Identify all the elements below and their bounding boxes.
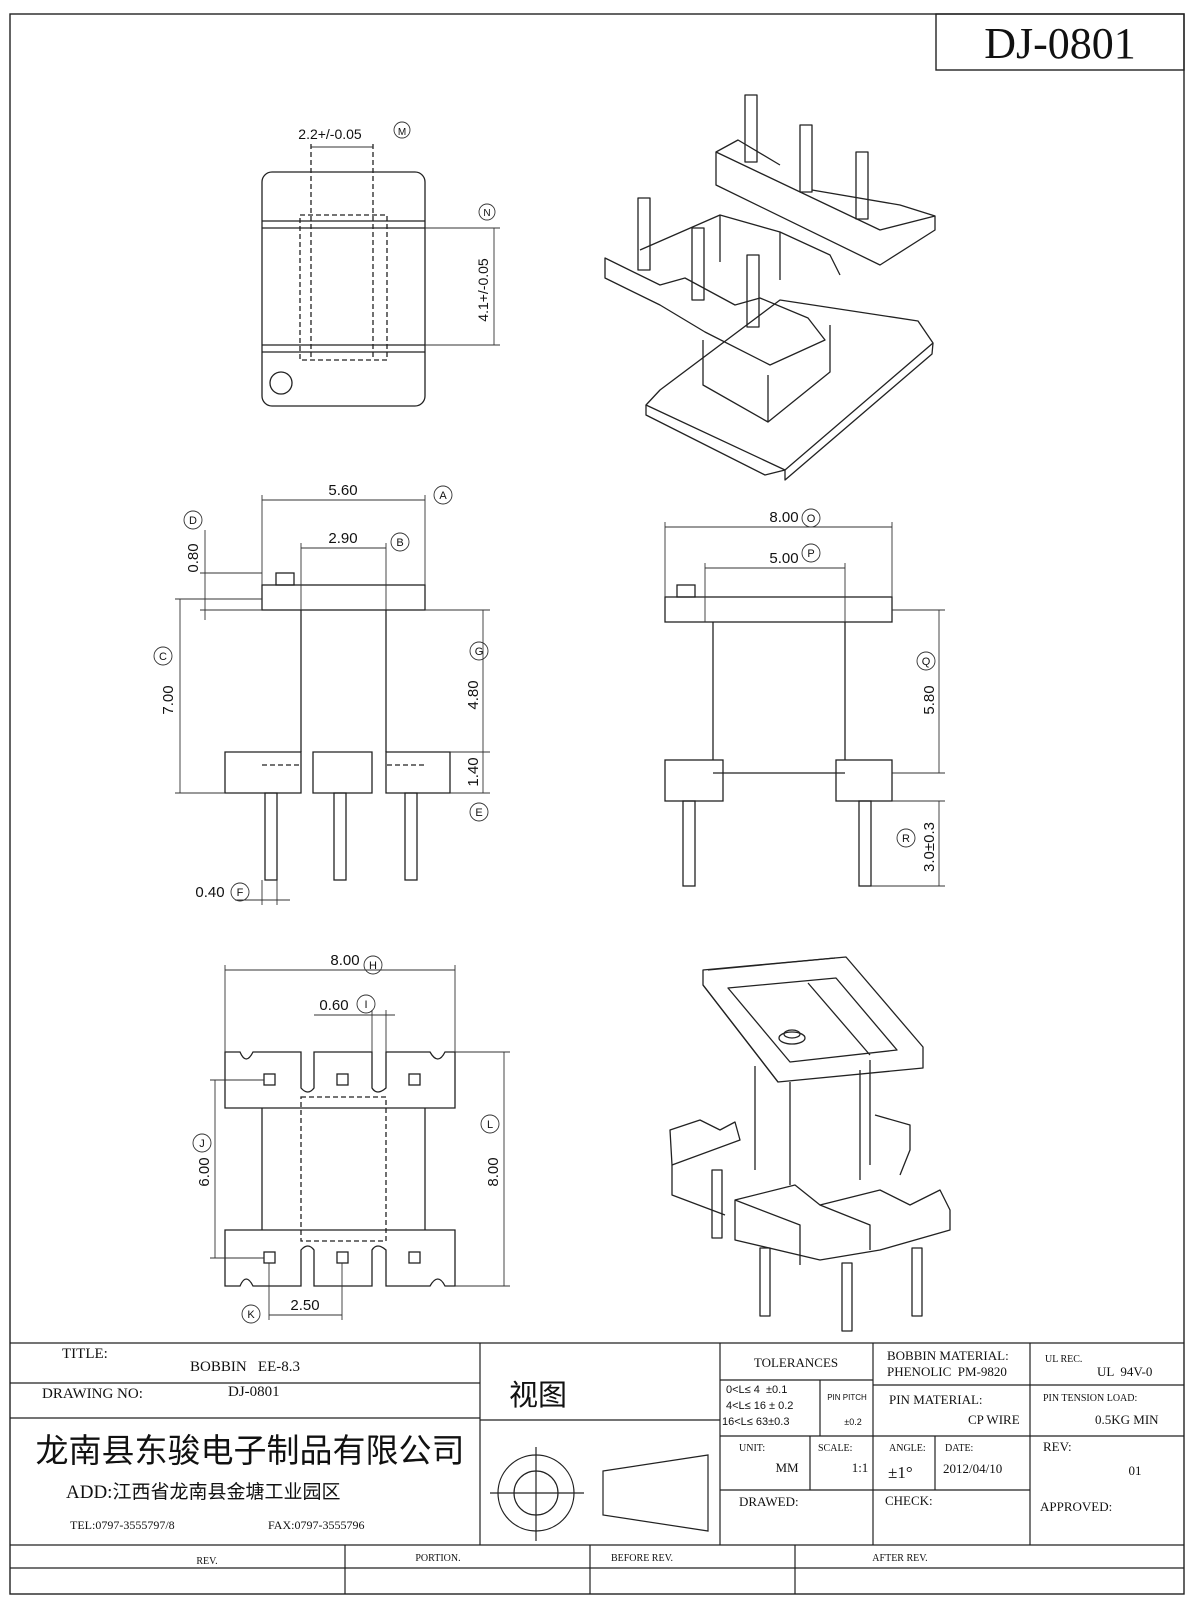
dim-tag-p: P [807,548,814,560]
check-label: CHECK: [885,1493,933,1508]
dim-tag-c: C [159,651,167,663]
dim-tag-d: D [189,515,197,527]
dim-j-value: 6.00 [196,1157,213,1186]
isometric-view-bottom [669,956,951,1332]
dim-tag-f: F [237,887,244,899]
company-tel: TEL:0797-3555797/8 [70,1518,175,1532]
pin-material-value: CP WIRE [968,1412,1020,1427]
tolerances-label: TOLERANCES [754,1355,838,1370]
dim-tag-o: O [807,513,816,525]
front-view-dimensions [153,485,490,905]
drawing-no-value: DJ-0801 [228,1384,280,1400]
title-value: BOBBIN EE-8.3 [190,1359,300,1375]
tolerance-row-1: 0<L≤ 4 ±0.1 [726,1384,787,1396]
drawed-label: DRAWED: [739,1494,799,1509]
bobbin-material-label: BOBBIN MATERIAL: [887,1348,1009,1363]
tolerance-row-2: 4<L≤ 16 ± 0.2 [726,1400,793,1412]
bobbin-material-value: PHENOLIC PM-9820 [887,1364,1007,1379]
date-value: 2012/04/10 [943,1461,1002,1476]
dim-tag-k: K [247,1309,255,1321]
side-view [664,584,893,887]
dim-o-value: 8.00 [769,509,798,526]
dim-tag-m: M [398,127,406,138]
dim-tag-h: H [369,960,377,972]
dim-tag-l: L [487,1119,493,1131]
dim-p-value: 5.00 [769,550,798,567]
angle-value: ±1° [888,1463,913,1482]
ul-rec-label: UL REC. [1045,1354,1082,1365]
rev-column-header: REV. [196,1556,217,1567]
top-view-dimensions [311,121,500,346]
dim-tag-a: A [439,490,447,502]
rev-value: 01 [1129,1463,1142,1478]
isometric-view-top [604,94,936,481]
company-name: 龙南县东骏电子制品有限公司 [36,1433,465,1470]
dim-c-value: 7.00 [160,685,177,714]
pin-pitch-value: ±0.2 [844,1417,861,1427]
dim-i-value: 0.60 [319,997,348,1014]
dim-tag-i: I [364,999,367,1011]
dim-tag-g: G [475,646,484,658]
ul-rec-value: UL 94V-0 [1097,1364,1152,1379]
dim-b-value: 2.90 [328,530,357,547]
front-view [224,572,451,881]
drawing-no-label: DRAWING NO: [42,1386,143,1402]
after-rev-column-header: AFTER REV. [872,1553,927,1564]
company-address: ADD:江西省龙南县金塘工业园区 [66,1481,340,1503]
unit-label: UNIT: [739,1443,765,1454]
angle-label: ANGLE: [889,1443,926,1454]
drawing-id: DJ-0801 [984,19,1136,68]
dim-q-value: 5.80 [921,685,938,714]
portion-column-header: PORTION. [415,1553,460,1564]
dim-top-height: 4.1+/-0.05 [475,258,491,322]
dim-tag-r: R [902,833,910,845]
dim-a-value: 5.60 [328,482,357,499]
dim-g-value: 4.80 [465,680,482,709]
dim-tag-n: N [483,208,490,219]
dim-k-value: 2.50 [290,1297,319,1314]
dim-h-value: 8.00 [330,952,359,969]
top-view [261,144,426,407]
company-fax: FAX:0797-3555796 [268,1518,364,1532]
title-label: TITLE: [62,1346,108,1362]
dim-g2-value: 1.40 [465,757,482,786]
view-label: 视图 [509,1379,567,1412]
before-rev-column-header: BEFORE REV. [611,1553,673,1564]
projection-symbol [490,1447,709,1541]
pin-tension-label: PIN TENSION LOAD: [1043,1393,1137,1404]
pin-material-label: PIN MATERIAL: [889,1392,983,1407]
scale-value: 1:1 [852,1460,869,1475]
sheet-border [9,13,1185,1595]
dim-r-value: 3.0±0.3 [921,822,938,872]
dim-d-value: 0.80 [185,543,202,572]
dim-tag-q: Q [922,656,931,668]
dim-top-width: 2.2+/-0.05 [298,126,362,142]
dim-tag-j: J [199,1138,205,1150]
pin-tension-value: 0.5KG MIN [1095,1412,1159,1427]
side-view-dimensions [664,508,945,887]
bottom-view-dimensions [192,955,510,1324]
tolerance-row-3: 16<L≤ 63±0.3 [722,1416,789,1428]
unit-value: MM [775,1460,799,1475]
scale-label: SCALE: [818,1443,852,1454]
bottom-view [224,1051,456,1287]
rev-label: REV: [1043,1439,1072,1454]
title-block-frame [10,1342,1184,1594]
dim-l-value: 8.00 [485,1157,502,1186]
dim-f-value: 0.40 [195,884,224,901]
date-label: DATE: [945,1443,973,1454]
dim-tag-e: E [475,807,482,819]
dim-tag-b: B [396,537,403,549]
approved-label: APPROVED: [1040,1499,1112,1514]
drawing-id-box [935,13,1185,71]
pin-pitch-label: PIN PITCH [827,1393,867,1402]
